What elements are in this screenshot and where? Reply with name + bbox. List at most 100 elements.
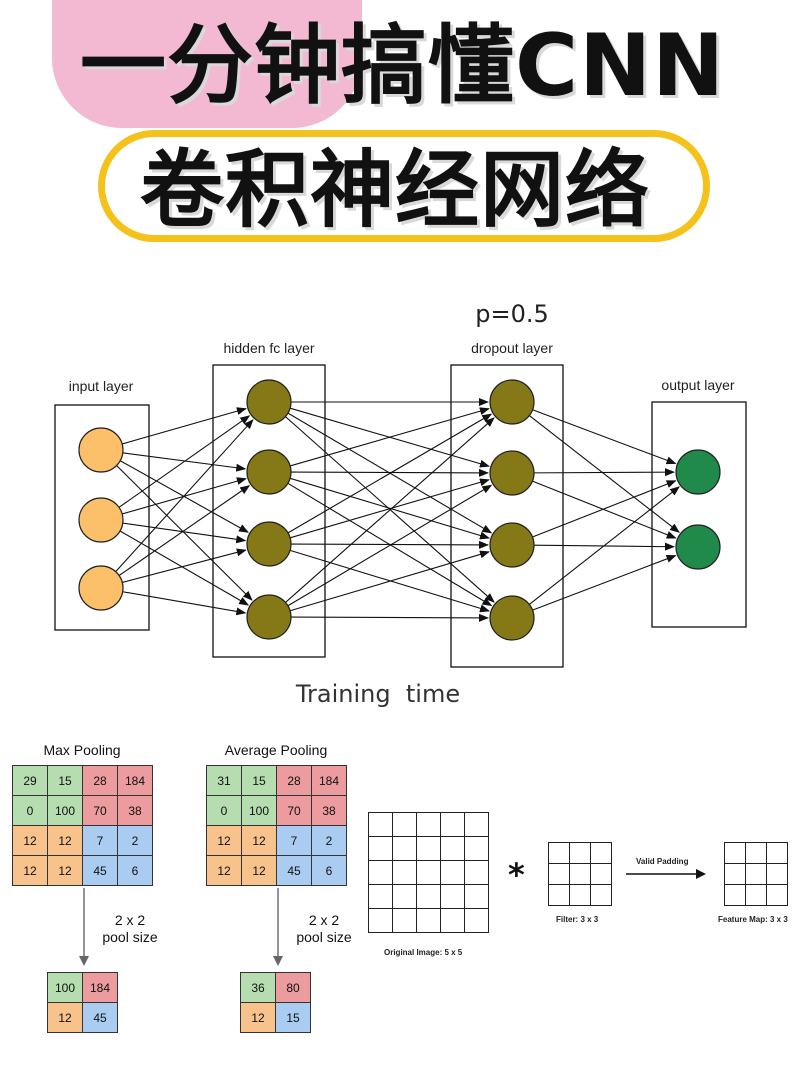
grid-cell: 12 — [240, 1002, 276, 1033]
grid-cell — [464, 884, 489, 909]
connection-arrow — [122, 522, 247, 544]
grid-cell — [392, 860, 417, 885]
pool-size-line-2: pool size — [102, 929, 158, 945]
output-layer-label: output layer — [661, 377, 734, 393]
grid-cell — [392, 812, 417, 837]
max-pooling-size-label: 2 x 2 pool size — [90, 912, 170, 946]
average-pooling-size-label: 2 x 2 pool size — [284, 912, 364, 946]
connection-arrow — [532, 555, 677, 611]
original-image-label: Original Image: 5 x 5 — [384, 948, 463, 957]
grid-cell — [590, 842, 612, 864]
grid-cell — [569, 884, 591, 906]
connection-arrow — [290, 468, 490, 477]
grid-cell: 36 — [240, 972, 276, 1003]
grid-cell: 70 — [276, 795, 312, 826]
grid-cell: 12 — [241, 825, 277, 856]
convolution-operator: * — [508, 856, 525, 894]
connection-arrow — [118, 415, 251, 508]
hidden-fc-layer-node — [246, 521, 292, 567]
grid-cell: 12 — [12, 855, 48, 886]
connection-arrow — [289, 550, 490, 612]
grid-cell: 70 — [82, 795, 118, 826]
original-image-grid — [368, 812, 489, 933]
feature-map-label: Feature Map: 3 x 3 — [718, 915, 788, 924]
max-pooling-arrow — [79, 888, 89, 966]
connection-arrow — [285, 416, 495, 603]
grid-cell: 12 — [241, 855, 277, 886]
grid-cell — [368, 884, 393, 909]
grid-row — [724, 842, 788, 864]
grid-cell — [368, 908, 393, 933]
grid-cell: 12 — [206, 855, 242, 886]
connection-arrow — [287, 413, 493, 534]
grid-row — [368, 860, 489, 885]
connection-arrow — [532, 480, 677, 539]
grid-cell: 184 — [82, 972, 118, 1003]
output-layer-node — [675, 524, 721, 570]
grid-cell — [464, 812, 489, 837]
input-layer-node — [78, 565, 124, 611]
grid-cell — [724, 884, 746, 906]
grid-cell — [569, 863, 591, 885]
grid-row — [368, 836, 489, 861]
grid-cell — [440, 908, 465, 933]
grid-cell: 100 — [47, 795, 83, 826]
grid-cell: 12 — [47, 1002, 83, 1033]
grid-cell: 0 — [206, 795, 242, 826]
connection-arrow — [287, 484, 493, 607]
pool-size-line-1: 2 x 2 — [114, 912, 146, 928]
grid-cell: 7 — [82, 825, 118, 856]
valid-padding-label: Valid Padding — [636, 857, 689, 866]
output-layer-node — [675, 449, 721, 495]
grid-cell: 6 — [311, 855, 347, 886]
input-layer-node — [78, 427, 124, 473]
hidden-fc-layer-node — [246, 449, 292, 495]
valid-padding-arrow — [626, 869, 706, 879]
input-layer-label: input layer — [69, 378, 134, 394]
connection-arrow — [290, 540, 490, 549]
grid-cell — [766, 863, 788, 885]
connection-arrow — [289, 478, 490, 539]
hidden-fc-layer-node — [246, 594, 292, 640]
grid-row — [368, 884, 489, 909]
grid-cell: 6 — [117, 855, 153, 886]
title-banner: 一分钟搞懂CNN 卷积神经网络 — [0, 0, 800, 270]
grid-row — [368, 908, 489, 933]
connection-arrow — [119, 530, 250, 606]
grid-cell — [464, 836, 489, 861]
hidden-fc-layer-label: hidden fc layer — [223, 340, 314, 356]
grid-cell: 15 — [275, 1002, 311, 1033]
grid-cell: 28 — [82, 765, 118, 796]
grid-cell — [416, 836, 441, 861]
grid-cell: 28 — [276, 765, 312, 796]
grid-cell: 45 — [276, 855, 312, 886]
pool-size-line-1: 2 x 2 — [308, 912, 340, 928]
grid-cell — [440, 884, 465, 909]
grid-cell: 45 — [82, 855, 118, 886]
grid-cell: 12 — [47, 855, 83, 886]
grid-cell — [416, 908, 441, 933]
connection-arrow — [122, 452, 247, 472]
grid-cell — [416, 884, 441, 909]
average-pooling-title: Average Pooling — [224, 742, 328, 758]
connection-arrow — [289, 407, 490, 467]
grid-cell: 184 — [117, 765, 153, 796]
grid-cell — [569, 842, 591, 864]
connection-arrow — [532, 409, 677, 465]
dropout-probability: p=0.5 — [475, 300, 549, 328]
grid-cell: 100 — [241, 795, 277, 826]
connection-arrow — [533, 468, 676, 477]
grid-cell — [745, 884, 767, 906]
grid-cell: 12 — [47, 825, 83, 856]
grid-cell: 100 — [47, 972, 83, 1003]
grid-cell: 45 — [82, 1002, 118, 1033]
